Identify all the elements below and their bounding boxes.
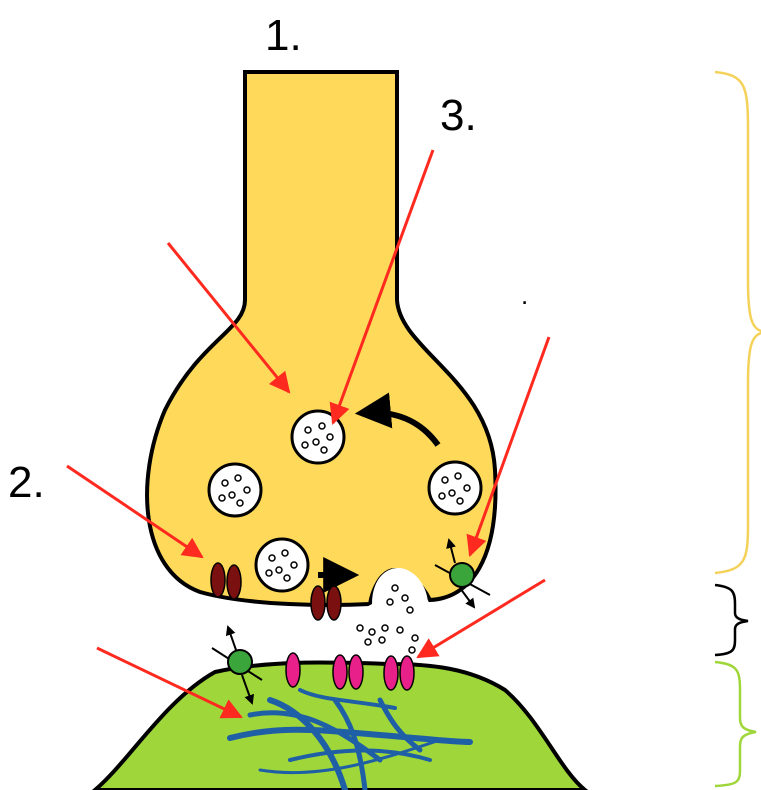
- label-dot: .: [521, 280, 528, 310]
- postsynaptic-brace: [715, 662, 756, 786]
- presynaptic-terminal: [147, 72, 495, 605]
- cleft-brace: [715, 585, 748, 655]
- vesicle: [209, 464, 261, 516]
- label-3: 3.: [440, 91, 477, 140]
- label-1: 1.: [265, 11, 302, 60]
- presynaptic-brace: [715, 72, 761, 573]
- vesicle: [256, 539, 308, 591]
- vesicle: [292, 411, 344, 463]
- label-2: 2.: [8, 458, 45, 507]
- vesicle: [429, 462, 481, 514]
